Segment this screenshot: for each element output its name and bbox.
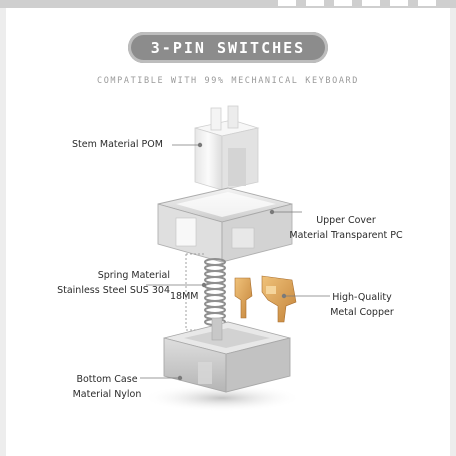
- spring-part: [204, 258, 226, 326]
- floor-shadow: [142, 384, 302, 412]
- spring-label: Spring Material: [97, 270, 170, 281]
- leader-lines: [140, 142, 330, 381]
- upper-cover-part: [157, 187, 293, 263]
- bottom-case-callout: Bottom Case Material Nylon: [66, 372, 148, 402]
- spring-material: Stainless Steel SUS 304: [57, 285, 170, 296]
- bottom-case-part: [163, 317, 291, 393]
- copper-callout: High-Quality Metal Copper: [320, 290, 404, 320]
- bottom-case-label: Bottom Case: [76, 374, 138, 385]
- spring-callout: Spring Material Stainless Steel SUS 304: [40, 268, 170, 298]
- spring-length-label: 18MM: [170, 291, 199, 302]
- stem-part: [194, 105, 260, 191]
- copper-label: High-Quality: [332, 292, 392, 303]
- stem-callout: Stem Material POM: [72, 137, 163, 152]
- top-bar: [0, 0, 456, 8]
- upper-cover-callout: Upper Cover Material Transparent PC: [284, 213, 408, 243]
- right-rail-decoration: [450, 8, 456, 456]
- top-dashes-decoration: [278, 0, 436, 8]
- upper-cover-label: Upper Cover: [316, 215, 376, 226]
- copper-material: Metal Copper: [330, 307, 394, 318]
- subtitle: COMPATIBLE WITH 99% MECHANICAL KEYBOARD: [97, 76, 359, 86]
- copper-contacts-part: [234, 275, 297, 323]
- left-rail-decoration: [0, 8, 6, 456]
- stem-label: Stem Material POM: [72, 139, 163, 150]
- bottom-case-material: Material Nylon: [72, 389, 142, 400]
- upper-cover-material: Material Transparent PC: [289, 230, 403, 241]
- title-banner: 3-PIN SWITCHES: [128, 32, 328, 63]
